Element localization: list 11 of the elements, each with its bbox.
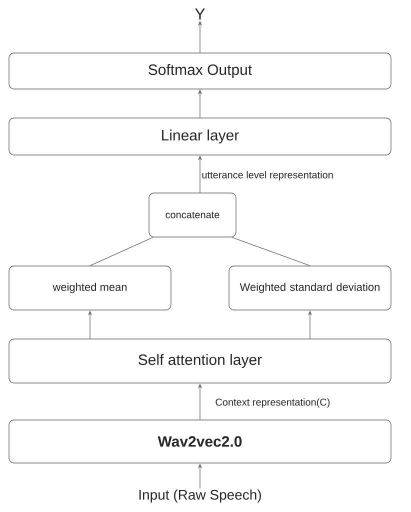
layer-box: Self attention layer bbox=[8, 338, 392, 384]
input-label: Input (Raw Speech) bbox=[139, 489, 261, 503]
layer-box: Softmax Output bbox=[8, 52, 392, 90]
edge-label: Context representation(C) bbox=[214, 397, 332, 409]
output-label: Y bbox=[195, 8, 205, 20]
layer-box: Linear layer bbox=[8, 118, 392, 156]
process-box: Weighted standard deviation bbox=[228, 266, 392, 310]
layer-box: Wav2vec2.0 bbox=[8, 420, 392, 464]
process-box: concatenate bbox=[148, 192, 236, 238]
process-box: weighted mean bbox=[8, 266, 172, 310]
edge-label: utterance level representation bbox=[200, 170, 334, 182]
